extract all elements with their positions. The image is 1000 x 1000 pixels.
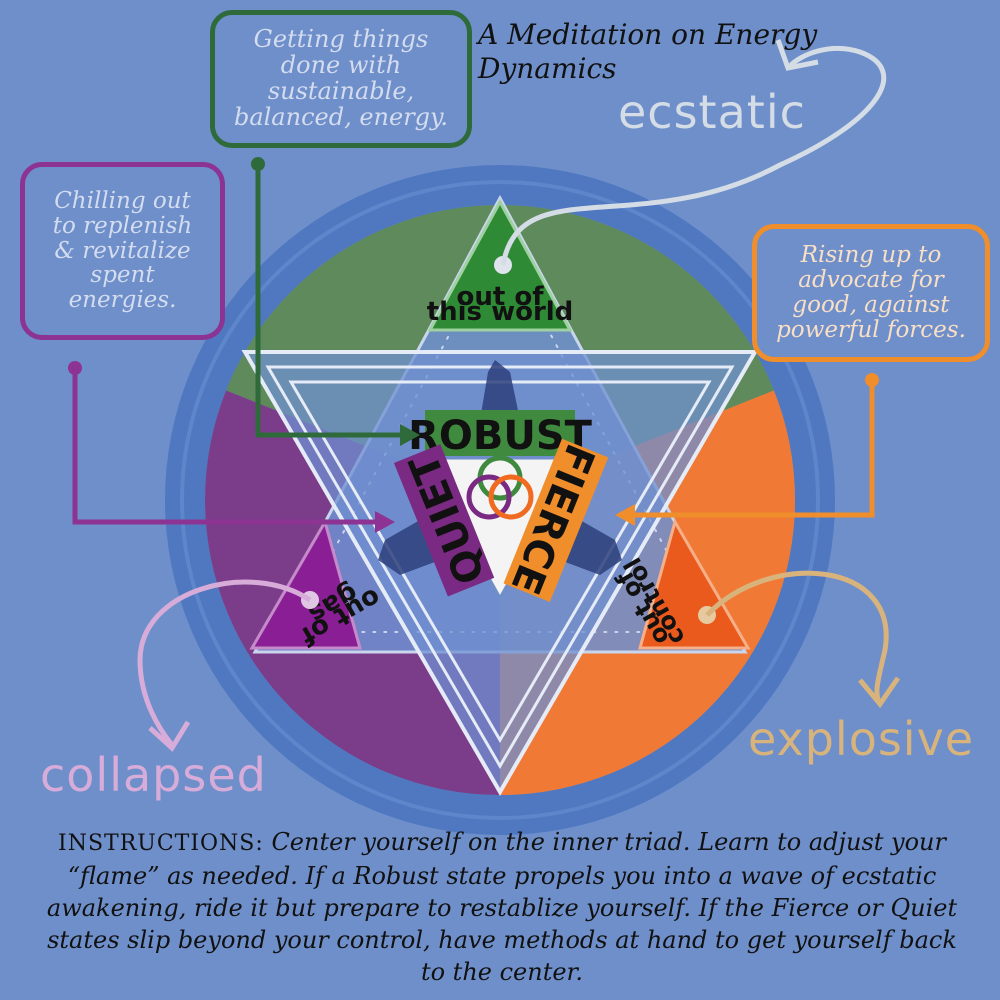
connector-fierce — [615, 373, 879, 526]
outer-triangle-left — [249, 518, 362, 650]
page-title: A Meditation on Energy Dynamics — [478, 18, 818, 85]
fierce-label-bg — [503, 438, 609, 603]
fierce-description-line: powerful forces. — [776, 316, 966, 343]
connector-quiet — [68, 361, 395, 533]
robust-description-line: sustainable, — [267, 77, 415, 105]
fierce-description-line: advocate for — [798, 267, 944, 294]
quiet-label-bg — [393, 444, 495, 597]
quiet-description-line: Chilling out — [54, 187, 191, 214]
outer-ring-line — [180, 180, 820, 820]
instructions-text: Center yourself on the inner triad. Lear… — [46, 828, 958, 986]
quiet-description-line: to replenish — [52, 212, 193, 239]
robust-description-line: Getting things — [253, 25, 429, 54]
instructions-lead: INSTRUCTIONS: — [58, 831, 264, 856]
out-of-this-world-label: out ofthis world — [427, 282, 574, 327]
curve-explosive — [698, 570, 901, 709]
ring-fierce — [488, 474, 534, 520]
curve-collapsed — [137, 579, 319, 752]
robust-description-line: balanced, energy. — [233, 102, 449, 131]
robust-label-bg — [425, 410, 575, 456]
state-collapsed: collapsed — [40, 748, 267, 802]
curve-ecstatic — [494, 39, 887, 274]
fierce-description-line: Rising up to — [800, 242, 942, 269]
quiet-description-line: energies. — [68, 287, 177, 314]
state-explosive: explosive — [748, 712, 975, 766]
state-ecstatic: ecstatic — [618, 85, 806, 139]
fierce-description-line: good, against — [792, 292, 950, 318]
owLabel-line: this world — [427, 297, 574, 327]
owLabel-line: out of — [456, 282, 544, 312]
ring-quiet — [466, 474, 512, 520]
outer-triangle-right — [638, 518, 751, 650]
quiet-description-line: & revitalize — [54, 237, 191, 264]
connector-robust — [251, 157, 420, 446]
quiet-description-line: spent — [90, 262, 155, 289]
robust-description-line: done with — [280, 51, 402, 80]
instructions: INSTRUCTIONS: Center yourself on the inn… — [42, 826, 962, 988]
